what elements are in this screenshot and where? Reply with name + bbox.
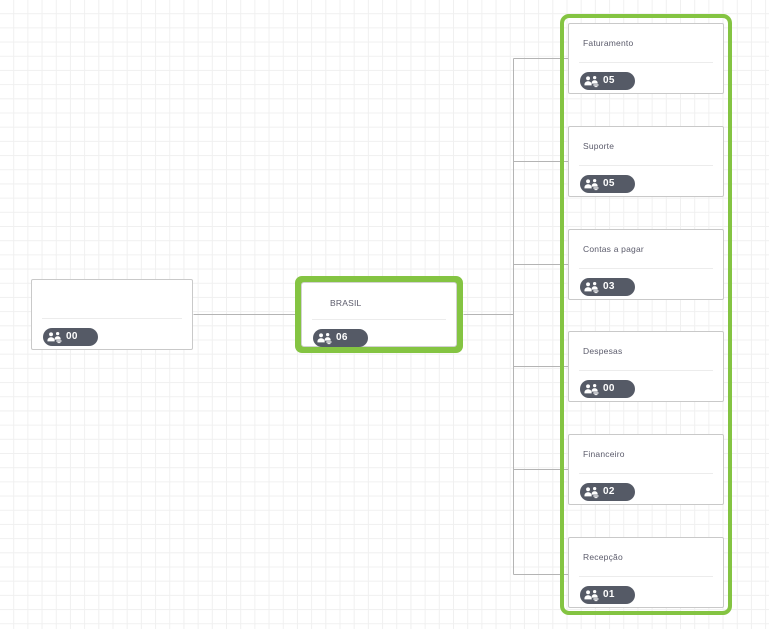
org-node-contas-a-pagar[interactable]: Contas a pagar 03 xyxy=(568,229,724,300)
member-count-badge[interactable]: 00 xyxy=(43,328,98,346)
member-count: 01 xyxy=(603,589,615,600)
member-count: 05 xyxy=(603,178,615,189)
member-count-badge[interactable]: 00 xyxy=(580,380,635,398)
org-node-brasil-inner: BRASIL 06 xyxy=(301,282,457,347)
node-divider xyxy=(579,62,713,63)
org-node-root[interactable]: 00 xyxy=(31,279,193,350)
selected-group-frame[interactable] xyxy=(560,14,732,615)
org-node-faturamento[interactable]: Faturamento 05 xyxy=(568,23,724,94)
users-icon xyxy=(584,486,599,498)
member-count-badge[interactable]: 06 xyxy=(313,329,368,347)
org-node-despesas[interactable]: Despesas 00 xyxy=(568,331,724,402)
node-divider xyxy=(579,165,713,166)
users-icon xyxy=(584,178,599,190)
org-node-title: Financeiro xyxy=(583,449,625,459)
node-divider xyxy=(42,318,182,319)
node-divider xyxy=(579,370,713,371)
member-count: 03 xyxy=(603,281,615,292)
org-node-title: Faturamento xyxy=(583,38,634,48)
org-node-recepcao[interactable]: Recepção 01 xyxy=(568,537,724,608)
org-node-title: Suporte xyxy=(583,141,615,151)
org-node-brasil[interactable]: BRASIL 06 xyxy=(295,276,463,353)
node-divider xyxy=(579,473,713,474)
users-icon xyxy=(584,383,599,395)
member-count-badge[interactable]: 02 xyxy=(580,483,635,501)
member-count-badge[interactable]: 01 xyxy=(580,586,635,604)
org-node-title: Despesas xyxy=(583,346,623,356)
users-icon xyxy=(584,75,599,87)
org-node-title: BRASIL xyxy=(330,298,362,308)
member-count: 02 xyxy=(603,486,615,497)
node-divider xyxy=(579,268,713,269)
org-node-financeiro[interactable]: Financeiro 02 xyxy=(568,434,724,505)
users-icon xyxy=(584,281,599,293)
member-count-badge[interactable]: 03 xyxy=(580,278,635,296)
member-count: 06 xyxy=(336,332,348,343)
member-count-badge[interactable]: 05 xyxy=(580,175,635,193)
users-icon xyxy=(317,332,332,344)
member-count: 00 xyxy=(66,331,78,342)
org-node-suporte[interactable]: Suporte 05 xyxy=(568,126,724,197)
member-count: 05 xyxy=(603,75,615,86)
member-count-badge[interactable]: 05 xyxy=(580,72,635,90)
node-divider xyxy=(312,319,446,320)
org-node-title: Recepção xyxy=(583,552,623,562)
member-count: 00 xyxy=(603,383,615,394)
node-divider xyxy=(579,576,713,577)
users-icon xyxy=(584,589,599,601)
users-icon xyxy=(47,331,62,343)
org-node-title: Contas a pagar xyxy=(583,244,644,254)
